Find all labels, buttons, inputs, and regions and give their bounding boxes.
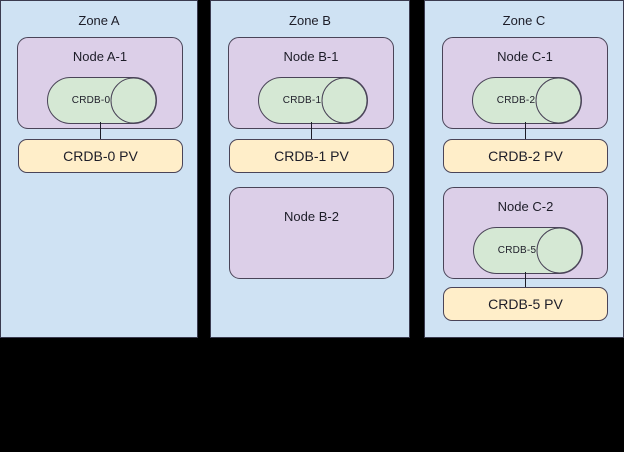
pod-label-text-crdb-5: CRDB-5: [497, 245, 537, 256]
pod-label-crdb-0: CRDB-0: [47, 77, 157, 124]
pod-label-text-crdb-0: CRDB-0: [71, 95, 111, 106]
pv-box-crdb-5: CRDB-5 PV: [443, 287, 608, 321]
node-title-b-1: Node B-1: [283, 49, 339, 64]
node-title-c-1: Node C-1: [497, 49, 553, 64]
pod-label-crdb-5: CRDB-5: [473, 227, 583, 274]
pod-cylinder-crdb-1: CRDB-1: [258, 77, 368, 124]
connector-crdb-2-to-pv: [525, 122, 526, 140]
pv-label-crdb-2: CRDB-2 PV: [488, 148, 563, 164]
zone-container-b: Zone B Node B-1 CRDB-1 CRDB-1 PV Node B-…: [210, 0, 410, 338]
pv-label-crdb-0: CRDB-0 PV: [63, 148, 138, 164]
node-container-b-2: Node B-2: [229, 187, 394, 279]
node-title-b-2: Node B-2: [284, 209, 339, 224]
connector-crdb-1-to-pv: [311, 122, 312, 140]
pod-label-crdb-2: CRDB-2: [472, 77, 582, 124]
pod-cylinder-crdb-2: CRDB-2: [472, 77, 582, 124]
connector-crdb-5-to-pv: [525, 272, 526, 288]
zone-container-a: Zone A Node A-1 CRDB-0 CRDB-0 PV: [0, 0, 198, 338]
zone-title-a: Zone A: [78, 13, 120, 28]
node-container-c-1: Node C-1 CRDB-2: [442, 37, 608, 129]
pod-cylinder-crdb-5: CRDB-5: [473, 227, 583, 274]
node-title-a-1: Node A-1: [72, 49, 128, 64]
node-container-a-1: Node A-1 CRDB-0: [17, 37, 183, 129]
connector-crdb-0-to-pv: [100, 122, 101, 140]
zone-container-c: Zone C Node C-1 CRDB-2 CRDB-2 PV Node C-…: [424, 0, 624, 338]
pv-label-crdb-5: CRDB-5 PV: [488, 296, 563, 312]
pv-label-crdb-1: CRDB-1 PV: [274, 148, 349, 164]
pod-label-crdb-1: CRDB-1: [258, 77, 368, 124]
pod-label-text-crdb-2: CRDB-2: [496, 95, 536, 106]
pv-box-crdb-0: CRDB-0 PV: [18, 139, 183, 173]
pod-cylinder-crdb-0: CRDB-0: [47, 77, 157, 124]
pv-box-crdb-1: CRDB-1 PV: [229, 139, 394, 173]
pod-label-text-crdb-1: CRDB-1: [282, 95, 322, 106]
pv-box-crdb-2: CRDB-2 PV: [443, 139, 608, 173]
zone-title-b: Zone B: [289, 13, 331, 28]
zone-title-c: Zone C: [502, 13, 546, 28]
node-container-b-1: Node B-1 CRDB-1: [228, 37, 394, 129]
node-title-c-2: Node C-2: [497, 199, 554, 214]
node-container-c-2: Node C-2 CRDB-5: [443, 187, 608, 279]
